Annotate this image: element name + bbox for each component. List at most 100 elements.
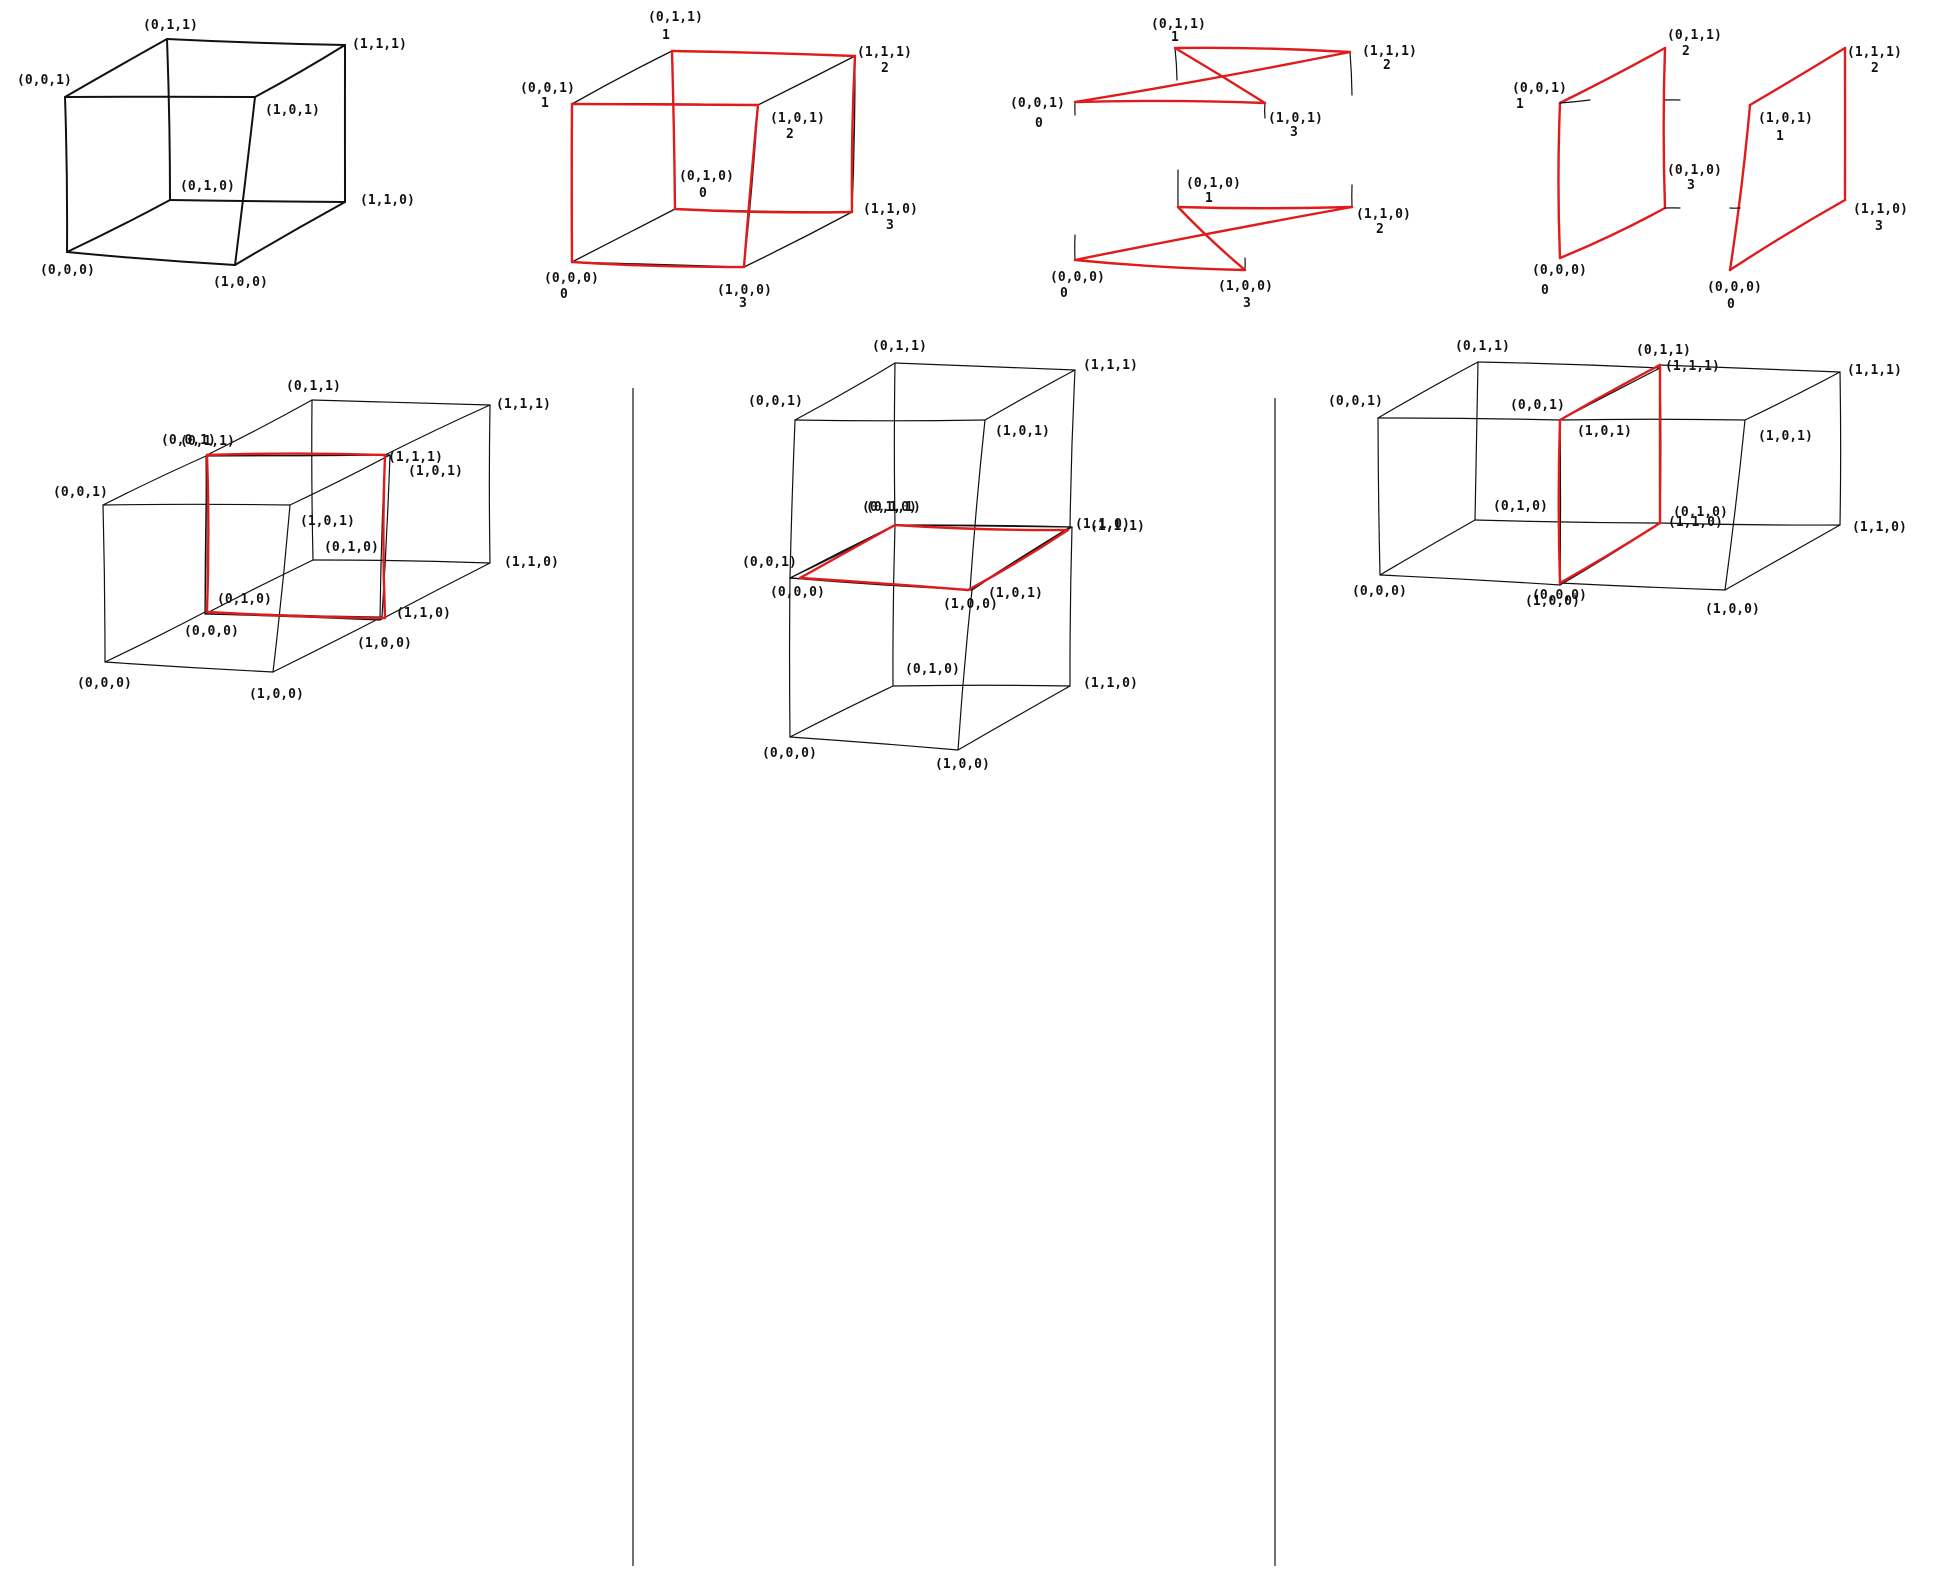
- cube-edge: [169, 199, 346, 203]
- cube-edge: [1377, 417, 1561, 421]
- cube-edge: [1839, 371, 1842, 526]
- vertex-label: (1,1,1): [496, 397, 551, 412]
- cube-edge: [204, 559, 314, 615]
- vertex-label: (0,0,0): [1532, 263, 1587, 278]
- cube-edge: [794, 362, 896, 421]
- vertex-label: (0,1,1): [866, 500, 921, 515]
- vertex-label: (0,1,1): [286, 379, 341, 394]
- cube-edge: [384, 404, 491, 456]
- vertex-label: (1,0,1): [408, 464, 463, 479]
- vertex-label: (0,1,1): [872, 339, 927, 354]
- vertex-label: (1,0,0): [943, 597, 998, 612]
- left-face-highlight: [1662, 46, 1667, 210]
- vertex-label: (0,0,1): [1010, 96, 1065, 111]
- front-face-highlight: [742, 103, 760, 269]
- vertex-label: (1,0,0): [357, 636, 412, 651]
- bottom-face-highlight: [1176, 205, 1354, 210]
- cube-edge: [64, 96, 69, 253]
- cube-edge: [1379, 519, 1476, 576]
- vertex-label: (0,0,1): [17, 73, 72, 88]
- vertex-label: (1,0,0): [249, 687, 304, 702]
- cube-edge: [1559, 418, 1746, 421]
- vertex-label: 3: [1243, 296, 1251, 311]
- vertex-label: (1,0,1): [1268, 111, 1323, 126]
- vertex-label: 3: [1290, 125, 1298, 140]
- vertex-label: (1,0,1): [988, 586, 1043, 601]
- vertex-label: 1: [662, 28, 670, 43]
- vertex-label: (1,0,1): [1577, 424, 1632, 439]
- panel-glued-y: (0,0,0)(1,0,0)(0,1,0)(1,1,0)(0,0,1)(1,0,…: [1328, 339, 1907, 617]
- vertex-label: (1,1,1): [1362, 44, 1417, 59]
- cube-edge: [166, 38, 171, 201]
- shared-face-highlight: [205, 453, 210, 614]
- cube-edge: [789, 685, 894, 738]
- vertex-label: (0,0,0): [77, 676, 132, 691]
- panel-glued-z: (0,0,0)(1,0,0)(0,1,0)(1,1,0)(0,0,1)(1,0,…: [742, 339, 1145, 772]
- vertex-label: (1,0,1): [265, 103, 320, 118]
- vertex-label: (0,1,1): [1455, 339, 1510, 354]
- vertex-label: (0,1,0): [1493, 499, 1548, 514]
- shared-face-highlight: [382, 453, 387, 620]
- cube-edge: [894, 362, 1076, 371]
- vertex-label: (0,0,0): [1532, 588, 1587, 603]
- right-face-highlight: [1728, 103, 1752, 272]
- cube-edge: [957, 685, 1071, 751]
- cube-edge: [789, 419, 796, 579]
- shared-face-highlight: [205, 610, 387, 620]
- back-face-highlight: [673, 207, 854, 214]
- cube-edge: [1379, 574, 1561, 586]
- vertex-label: (1,1,0): [360, 193, 415, 208]
- cube-edge: [789, 736, 959, 751]
- vertex-label: (0,0,1): [161, 433, 216, 448]
- top-face-highlight: [1173, 46, 1352, 54]
- cube-edge: [571, 50, 673, 105]
- vertex-label: (0,0,0): [184, 624, 239, 639]
- vertex-label: (0,1,1): [1151, 17, 1206, 32]
- cube-edge: [102, 503, 291, 506]
- panel-front-back-faces: (0,0,0)(1,0,0)(0,1,0)(1,1,0)(0,0,1)(1,0,…: [520, 10, 918, 311]
- cube-edge: [1069, 526, 1073, 687]
- vertex-label: (0,0,0): [1352, 584, 1407, 599]
- shared-face-highlight: [798, 523, 897, 580]
- vertex-label: 0: [560, 287, 568, 302]
- vertex-label: (0,1,1): [648, 10, 703, 25]
- vertex-label: (0,0,0): [762, 746, 817, 761]
- vertex-label: 3: [1687, 178, 1695, 193]
- vertex-label: (0,1,0): [1186, 176, 1241, 191]
- cube-edge: [1724, 419, 1746, 591]
- vertex-label: (0,0,1): [520, 81, 575, 96]
- vertex-label: (1,1,0): [863, 202, 918, 217]
- vertex-label: (1,1,0): [1075, 517, 1130, 532]
- vertex-label: 3: [886, 218, 894, 233]
- vertex-label: (0,0,0): [544, 271, 599, 286]
- vertex-label: (1,0,0): [717, 283, 772, 298]
- cube-edge: [102, 455, 207, 506]
- cube-edge: [1349, 51, 1353, 96]
- vertex-label: (1,1,1): [1847, 45, 1902, 60]
- cube-edge: [66, 251, 236, 266]
- vertex-label: (1,0,1): [1758, 111, 1813, 126]
- bottom-face-highlight: [1176, 205, 1247, 272]
- vertex-label: 0: [1727, 297, 1735, 312]
- back-face-highlight: [670, 49, 857, 58]
- vertex-label: (1,0,1): [1758, 429, 1813, 444]
- cube-edge: [234, 201, 346, 266]
- vertex-label: (0,1,0): [324, 540, 379, 555]
- cube-edge: [1559, 582, 1726, 591]
- top-face-highlight: [1173, 46, 1267, 105]
- vertex-label: (0,0,0): [1050, 270, 1105, 285]
- vertex-label: 1: [541, 96, 549, 111]
- vertex-label: 3: [739, 296, 747, 311]
- vertex-label: 1: [1205, 191, 1213, 206]
- vertex-label: (1,0,0): [935, 757, 990, 772]
- cube-edge: [1724, 524, 1841, 591]
- vertex-label: (1,1,0): [1853, 202, 1908, 217]
- cube-edge: [892, 524, 896, 687]
- vertex-label: 3: [1875, 219, 1883, 234]
- vertex-label: 0: [1060, 286, 1068, 301]
- cube-edge: [102, 504, 106, 663]
- shared-face-highlight: [205, 452, 387, 457]
- cube-edge: [893, 362, 896, 526]
